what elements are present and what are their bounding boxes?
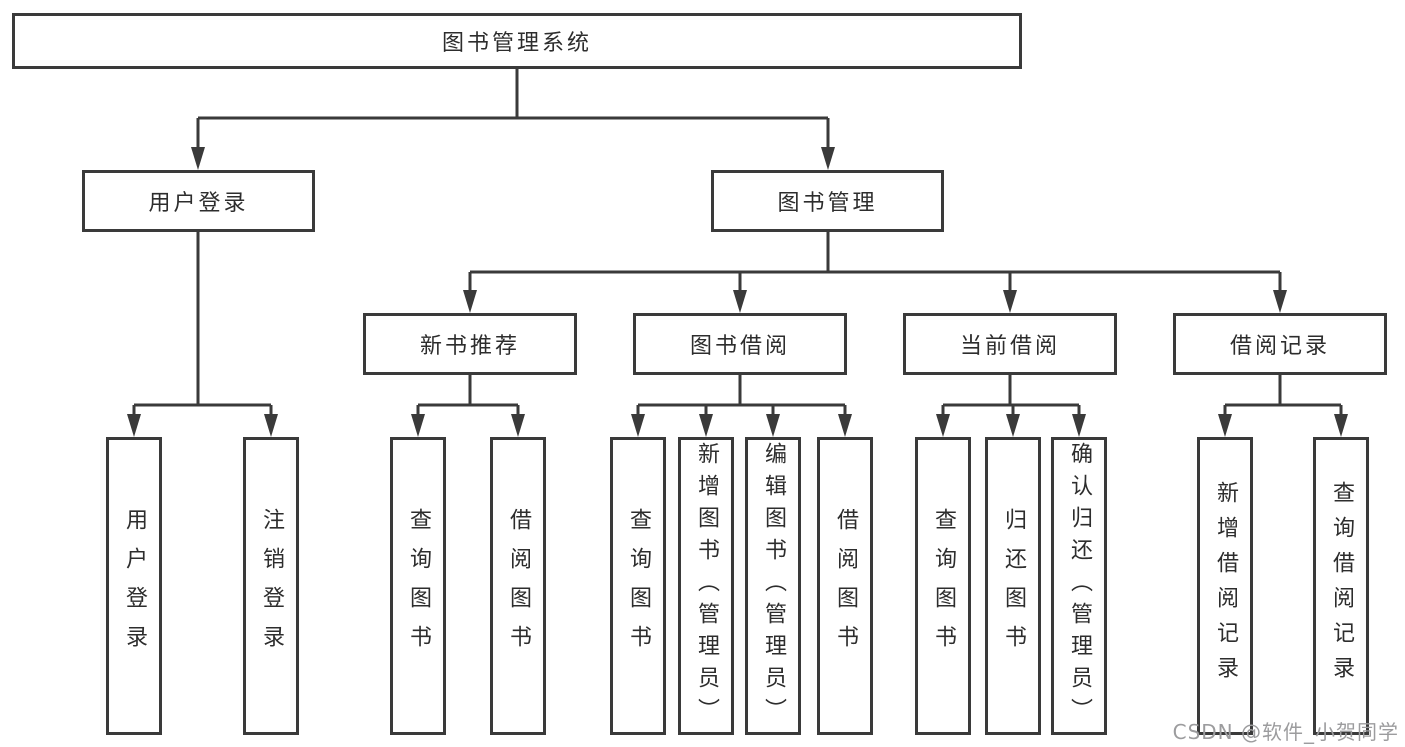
leaf-add-books-admin: 新增图书（管理员） <box>678 437 734 735</box>
leaf-borrow-books-2: 借阅图书 <box>817 437 873 735</box>
node-book-borrowing: 图书借阅 <box>633 313 847 375</box>
leaf-add-borrow-record: 新增借阅记录 <box>1197 437 1253 735</box>
node-current-borrowing: 当前借阅 <box>903 313 1117 375</box>
csdn-watermark: CSDN @软件_小贺同学 <box>1172 720 1399 744</box>
leaf-borrow-books-1: 借阅图书 <box>490 437 546 735</box>
node-book-management-branch: 图书管理 <box>711 170 944 232</box>
connector-lines <box>132 69 1343 419</box>
node-borrowing-records: 借阅记录 <box>1173 313 1387 375</box>
node-library-management-system: 图书管理系统 <box>12 13 1022 69</box>
leaf-query-books-3: 查询图书 <box>915 437 971 735</box>
leaf-confirm-return-admin: 确认归还（管理员） <box>1051 437 1107 735</box>
leaf-return-books: 归还图书 <box>985 437 1041 735</box>
leaf-logout: 注销登录 <box>243 437 299 735</box>
leaf-query-books-2: 查询图书 <box>610 437 666 735</box>
leaf-user-login: 用户登录 <box>106 437 162 735</box>
leaf-query-borrow-record: 查询借阅记录 <box>1313 437 1369 735</box>
node-new-book-recommendation: 新书推荐 <box>363 313 577 375</box>
leaf-query-books-1: 查询图书 <box>390 437 446 735</box>
arrowheads <box>127 147 1348 437</box>
node-user-login-branch: 用户登录 <box>82 170 315 232</box>
leaf-edit-books-admin: 编辑图书（管理员） <box>745 437 801 735</box>
